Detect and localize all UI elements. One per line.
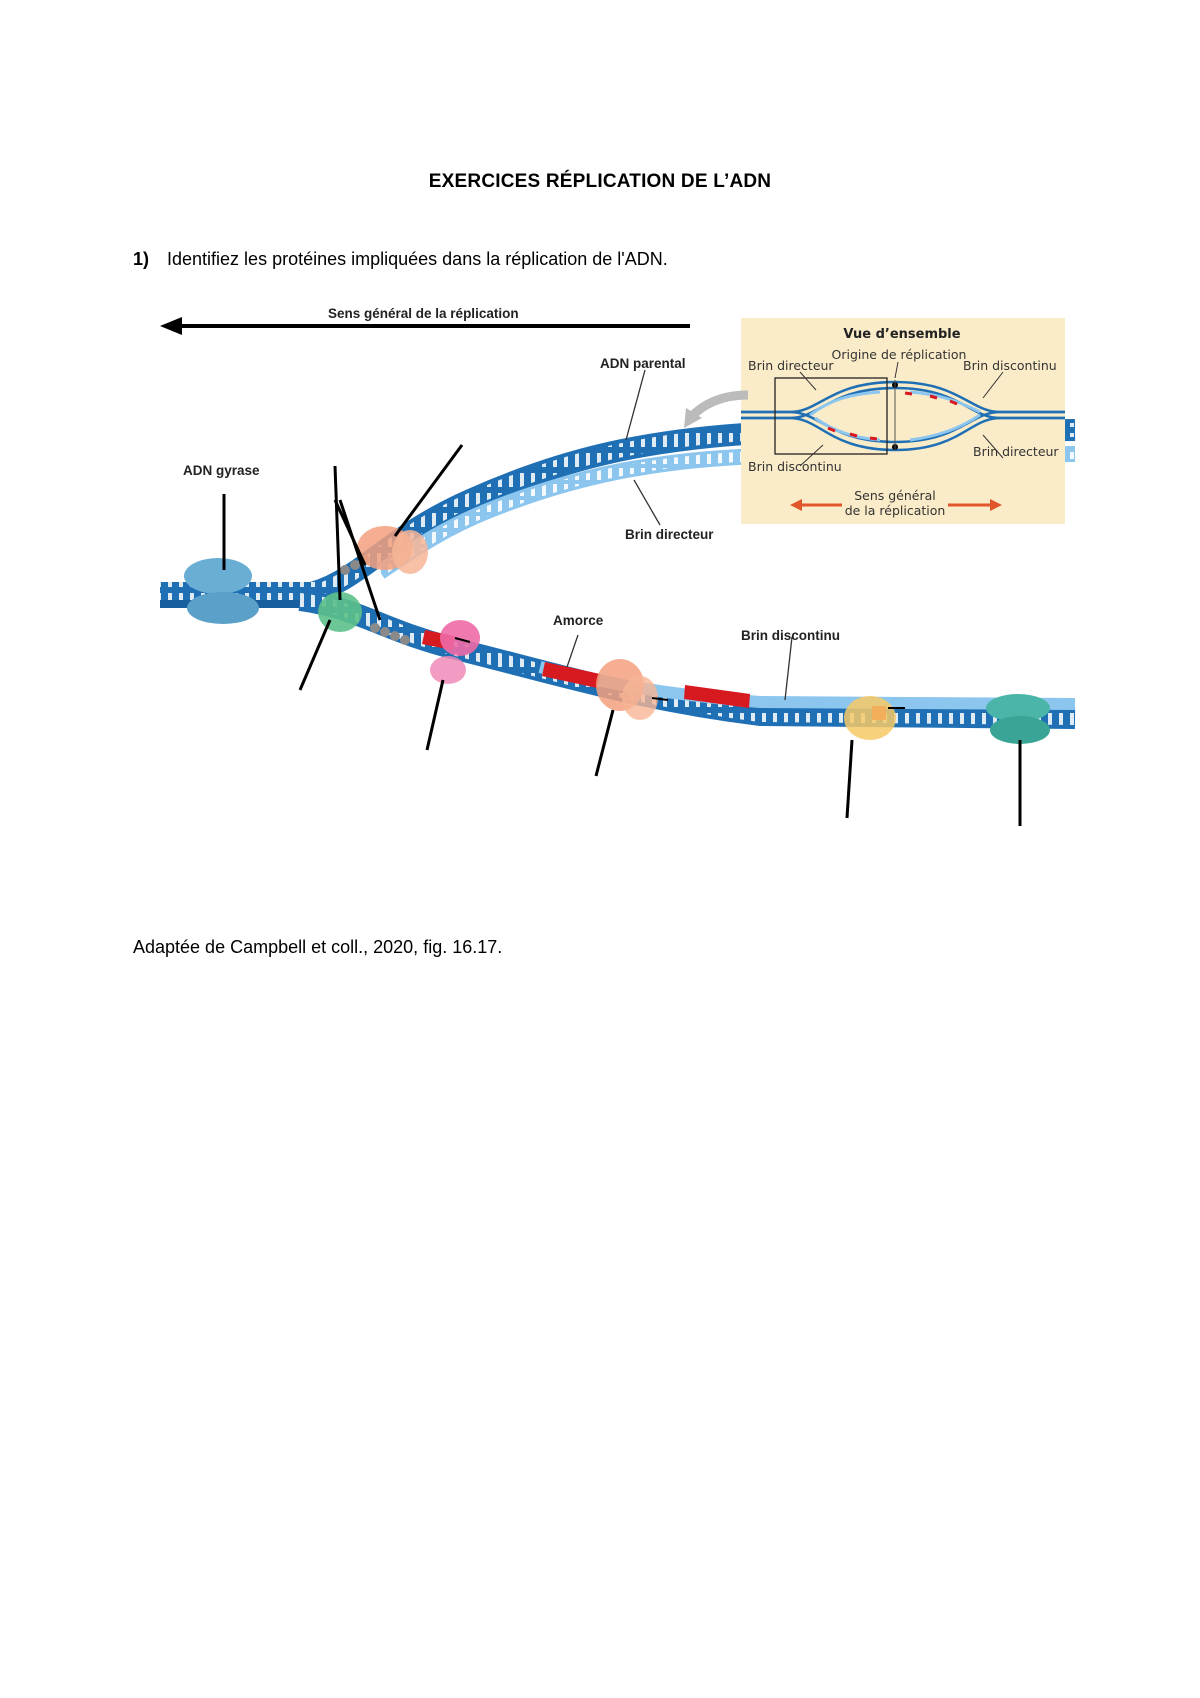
polymerase-lagging-protein	[596, 659, 658, 720]
question-text: Identifiez les protéines impliquées dans…	[167, 249, 668, 269]
primer-label: Amorce	[553, 613, 604, 628]
dna-replication-figure: Sens général de la réplication	[0, 290, 1200, 850]
overview-direction-line1: Sens général	[854, 488, 936, 503]
lagging-strand	[300, 600, 1075, 718]
overview-leading-right: Brin directeur	[973, 444, 1059, 459]
leading-strand-label: Brin directeur	[625, 527, 714, 542]
overview-direction-line2: de la réplication	[845, 503, 946, 518]
overview-lagging-left: Brin discontinu	[748, 459, 842, 474]
lagging-strand-label: Brin discontinu	[741, 628, 840, 643]
polymerase-i-protein	[844, 696, 896, 740]
overview-inset: Vue d’ensemble Origine de réplication Br…	[684, 318, 1065, 524]
overview-title: Vue d’ensemble	[843, 327, 960, 342]
overview-origin: Origine de réplication	[832, 347, 967, 362]
question-1: 1) Identifiez les protéines impliquées da…	[133, 249, 668, 270]
overview-leading-left: Brin directeur	[748, 358, 834, 373]
figure-caption: Adaptée de Campbell et coll., 2020, fig.…	[133, 937, 502, 958]
page-title: EXERCICES RÉPLICATION DE L’ADN	[0, 171, 1200, 193]
question-number: 1)	[133, 249, 149, 269]
gyrase-label: ADN gyrase	[183, 463, 260, 478]
overview-lagging-right: Brin discontinu	[963, 358, 1057, 373]
direction-label: Sens général de la réplication	[328, 306, 519, 321]
parental-dna-label: ADN parental	[600, 356, 686, 371]
